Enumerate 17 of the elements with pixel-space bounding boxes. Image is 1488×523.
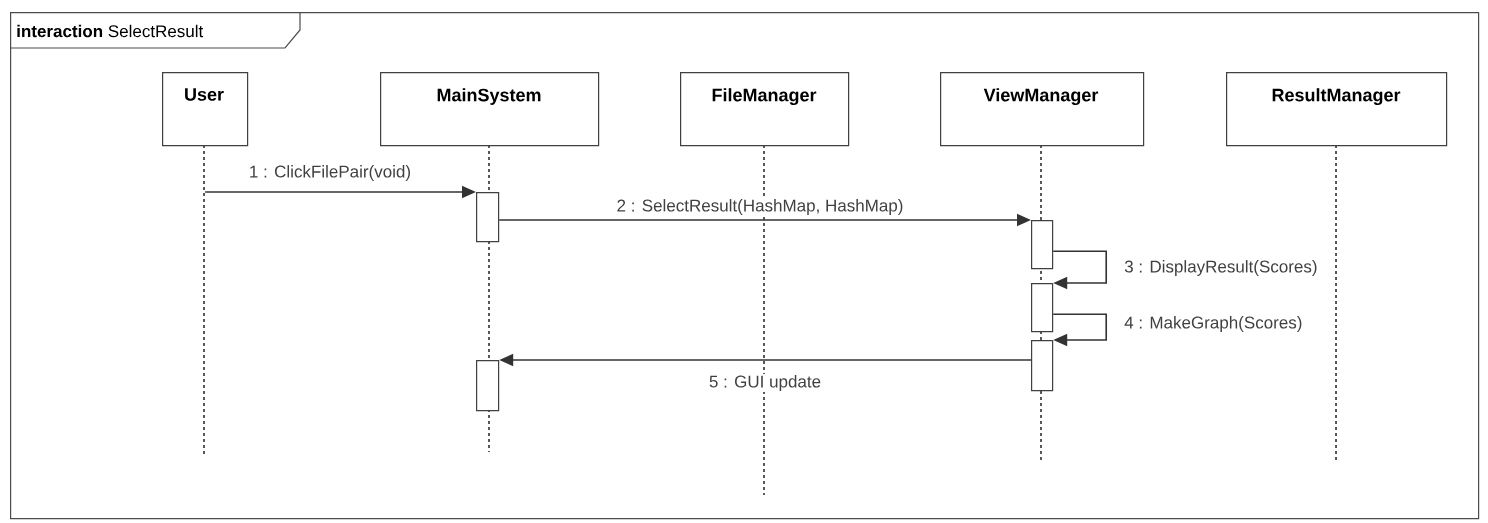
lifeline-box: MainSystem [380,72,600,147]
lifeline-box: User [162,72,249,147]
message-label: 4 : MakeGraph(Scores) [1123,315,1304,333]
message-arrow [1052,313,1107,347]
message-label: 3 : DisplayResult(Scores) [1123,259,1319,277]
activation-bar [1031,220,1054,270]
lifeline-box: ResultManager [1226,72,1448,147]
activation-bar [1031,283,1054,333]
activation-bar [476,360,500,412]
activation-bar [1031,340,1054,392]
message-label: 1 : ClickFilePair(void) [247,164,413,182]
lifeline-box: ViewManager [940,72,1145,147]
message-arrow [1052,250,1107,290]
message-label: 2 : SelectResult(HashMap, HashMap) [615,198,905,216]
lifeline-box: FileManager [680,72,850,147]
message-label: 5 : GUI update [707,374,823,392]
activation-bar [476,192,500,243]
